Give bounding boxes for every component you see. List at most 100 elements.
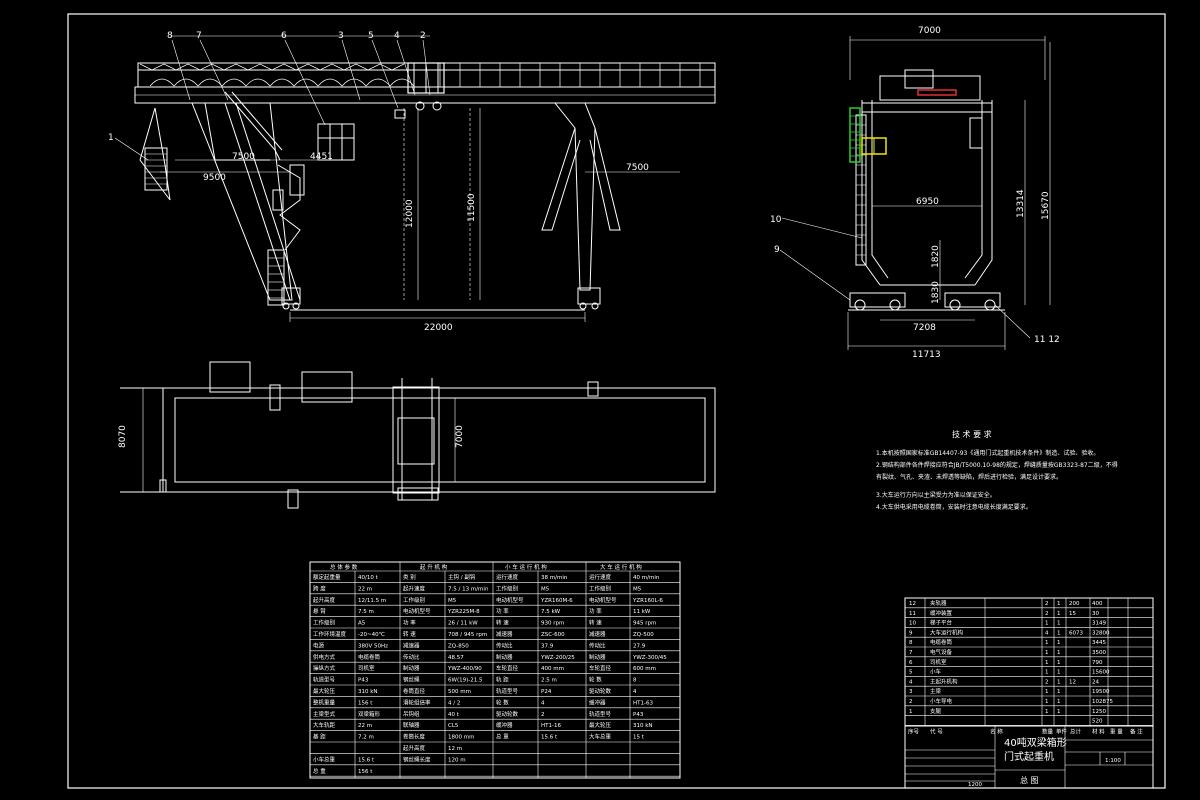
plan-view: [120, 361, 716, 509]
spec-label: 卷筒长度: [403, 733, 426, 741]
spec-label: 功 率: [496, 607, 509, 615]
spec-header: 大 车 运 行 机 构: [600, 563, 642, 571]
bom-cell: 2: [1045, 679, 1049, 685]
bom-cell: 1: [1057, 621, 1061, 627]
spec-value: 40 t: [448, 712, 460, 718]
dim-plan-width: 8070: [118, 425, 128, 448]
spec-label: 电动机型号: [496, 596, 524, 604]
spec-value: 15.6 t: [358, 757, 375, 763]
spec-value: 48.57: [448, 655, 464, 661]
spec-value: 120 m: [448, 757, 466, 763]
front-view: [114, 35, 716, 322]
bom-cell: 12: [1069, 679, 1076, 685]
spec-value: 26 / 11 kW: [448, 621, 478, 627]
tech-req-title: 技 术 要 求: [952, 429, 992, 439]
front-view-labels: 8 7 6 3 5 4 2 1 22000 9500 7500 4451 750…: [108, 31, 649, 333]
dim-inner-a: 7500: [232, 152, 255, 162]
bom-cell: 小车: [930, 668, 942, 676]
spec-label: 悬 臂: [313, 607, 326, 615]
spec-table-text: 总 体 参 数 起 升 机 构 小 车 运 行 机 构 大 车 运 行 机 构 …: [313, 563, 667, 775]
spec-label: 电动机型号: [589, 596, 617, 604]
spec-value: -20~40℃: [358, 631, 385, 638]
bom-cell: 缓冲装置: [930, 609, 953, 617]
spec-label: 总 重: [313, 767, 326, 775]
spec-value: 11 kW: [633, 609, 651, 615]
spec-value: M5: [541, 586, 550, 592]
bom-cell: 1: [1057, 670, 1061, 676]
bom-cell: 11: [909, 611, 916, 617]
bom-header: 序号: [908, 727, 920, 735]
bom-cell: 1: [1045, 650, 1049, 656]
spec-value: 22 m: [358, 723, 372, 729]
spec-value: 4: [633, 689, 637, 695]
bom-cell: 3: [909, 689, 913, 695]
bom-cell: 19500: [1092, 689, 1110, 695]
spec-label: 传动比: [496, 641, 513, 649]
bom-header: 总计: [1070, 727, 1082, 735]
spec-label: 钢丝绳: [403, 676, 420, 684]
spec-label: 轨道型号: [496, 687, 519, 695]
spec-value: 708 / 945 rpm: [448, 632, 487, 638]
spec-value: 8: [633, 678, 637, 684]
bom-cell: 102875: [1092, 699, 1113, 705]
spec-header: 总 体 参 数: [330, 563, 358, 571]
spec-value: HT1-16: [541, 723, 561, 729]
spec-label: 工作级别: [313, 619, 335, 627]
tech-req-item: 1.本机按照国家标准GB14407-93《通用门式起重机技术条件》制造、试验、验…: [876, 449, 1099, 457]
dim-inner-b: 4451: [310, 152, 333, 162]
callout-2: 2: [420, 31, 426, 41]
spec-value: YZR160M-6: [540, 598, 573, 604]
spec-header: 小 车 运 行 机 构: [505, 563, 547, 571]
bom-cell: 支腿: [930, 707, 942, 715]
callout-10: 10: [770, 215, 782, 225]
bom-header: 单件: [1056, 727, 1068, 735]
spec-label: 工作级别: [496, 584, 518, 592]
spec-value: 500 mm: [448, 689, 471, 695]
bom-table: [904, 597, 1154, 789]
spec-label: 功 率: [403, 619, 416, 627]
spec-label: 滑轮组倍率: [403, 698, 431, 706]
spec-value: 司机室: [358, 664, 375, 672]
bom-cell: 9: [909, 630, 913, 636]
drawing-scale: 1:100: [1105, 758, 1121, 764]
spec-value: 4 / 2: [448, 700, 460, 706]
spec-value: P43: [633, 712, 644, 718]
spec-label: 轮 数: [496, 698, 509, 706]
bom-cell: 12: [909, 601, 916, 607]
bom-cell: 1: [1057, 679, 1061, 685]
spec-value: 15 t: [633, 735, 645, 741]
bom-cell: 4: [1045, 630, 1049, 636]
bom-cell: 1: [1045, 640, 1049, 646]
bom-cell: 2: [1045, 601, 1049, 607]
spec-value: ZSC-600: [541, 632, 565, 638]
spec-label: 运行速度: [589, 573, 612, 581]
dim-top-width: 7000: [918, 26, 941, 36]
bom-cell: 6073: [1069, 630, 1083, 636]
spec-value: 12/11.5 m: [358, 598, 386, 604]
spec-value: 40/10 t: [358, 575, 379, 581]
bom-cell: 司机室: [930, 658, 947, 666]
spec-value: 37.9: [541, 643, 554, 649]
bom-cell: 6: [909, 660, 913, 666]
bom-cell: 10: [909, 621, 916, 627]
spec-value: YWZ-400/90: [447, 666, 482, 672]
bom-cell: 8: [909, 640, 913, 646]
bom-cell: 1: [1057, 709, 1061, 715]
bom-cell: 1: [1057, 660, 1061, 666]
tech-req-item: 2.钢结构部件各件焊接应符合JB/T5000.10-98的规定，焊缝质量按GB3…: [876, 461, 1118, 469]
spec-label: 驱动轮数: [496, 710, 519, 718]
callout-9: 9: [774, 245, 780, 255]
spec-label: 操纵方式: [313, 664, 336, 672]
spec-value: HT1-63: [633, 700, 653, 706]
plan-view-labels: 8070 7000: [118, 425, 465, 448]
spec-label: 制动器: [403, 664, 420, 672]
spec-label: 基 距: [313, 733, 326, 741]
bom-cell: 3445: [1092, 640, 1106, 646]
callout-3: 3: [338, 31, 344, 41]
bom-cell: 400: [1092, 601, 1103, 607]
spec-value: 12 m: [448, 746, 462, 752]
spec-value: 6W(19)-21.5: [448, 678, 483, 684]
dim-left-cantilever: 9500: [203, 173, 226, 183]
spec-value: 15.6 t: [541, 735, 558, 741]
spec-label: 钢丝绳长度: [403, 755, 431, 763]
